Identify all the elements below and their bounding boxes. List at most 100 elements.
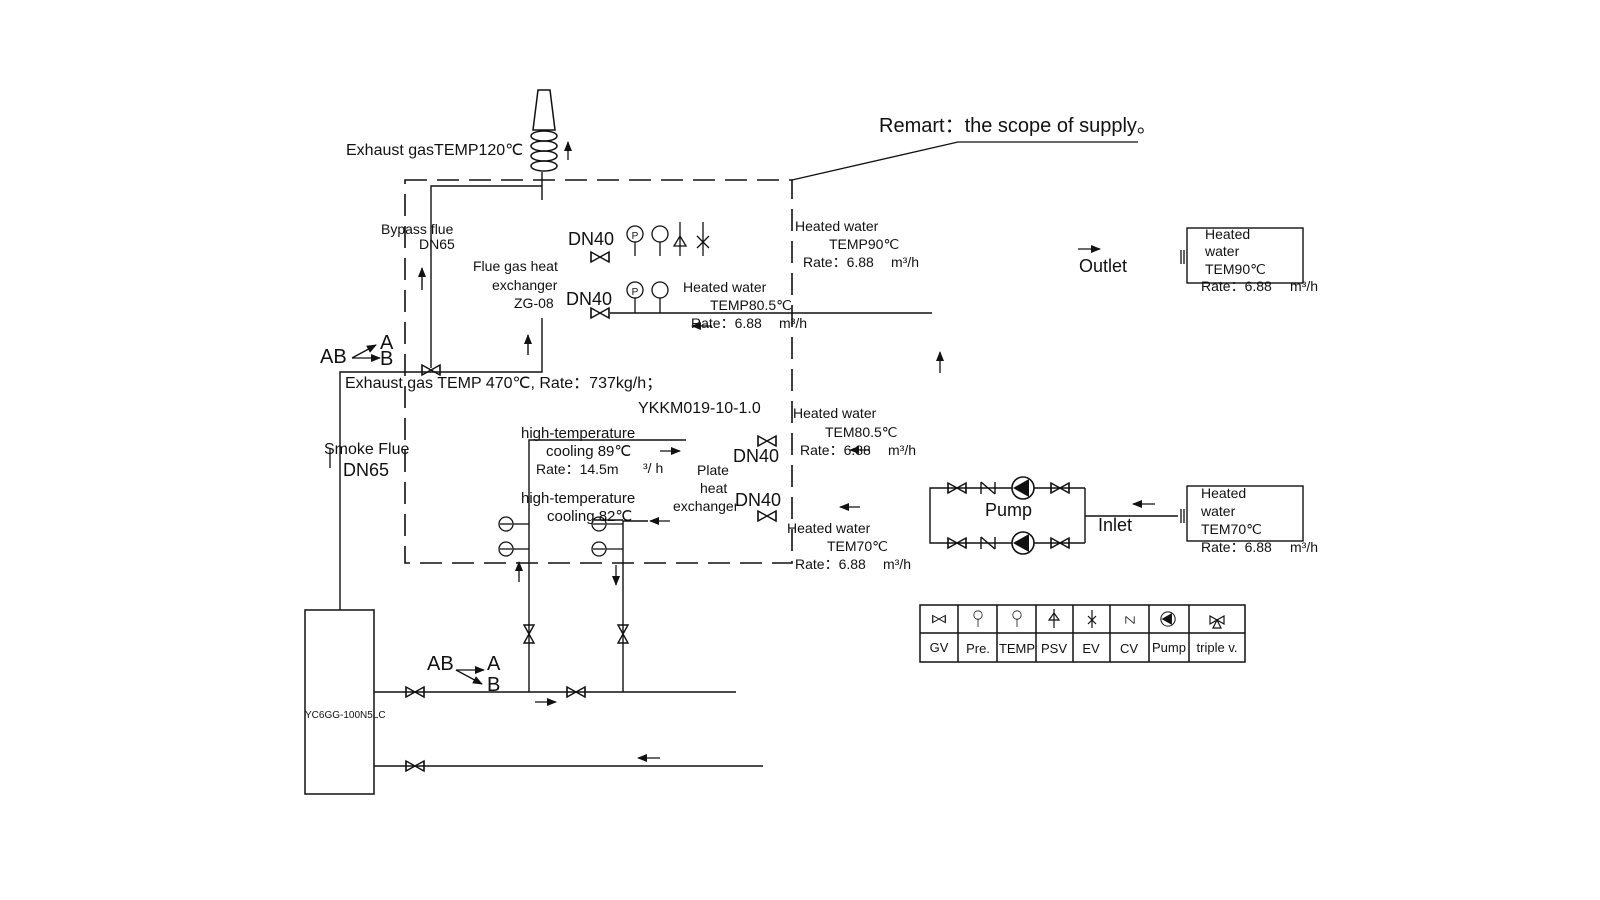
hw-mid-label: Heated water (683, 279, 767, 295)
engine-box (304, 609, 375, 795)
hw-mid-rate: Rate：6.88 (691, 315, 762, 331)
cooling-piping (528, 439, 686, 692)
instruments-mid (626, 281, 669, 313)
legend-label-temp: TEMP (998, 641, 1036, 656)
legend-label-pre: Pre. (966, 641, 990, 656)
inlet-label: Inlet (1098, 515, 1133, 535)
ht-cooling-out-label: high-temperature (521, 425, 636, 442)
exhaust-gas-out-label: Exhaust gasTEMP120℃ (346, 142, 524, 159)
box-out-line2: water (1205, 243, 1240, 259)
legend-table (919, 604, 1246, 663)
hw-low-rate: Rate：6.88 (795, 556, 866, 572)
pump-icon (1160, 611, 1176, 627)
box-in-line1: Heated (1201, 485, 1247, 501)
legend-label-triple: triple v. (1196, 640, 1238, 655)
box-in-line2: water (1201, 503, 1236, 519)
box-in-temp: TEM70℃ (1201, 521, 1262, 537)
check-valve-icon (1125, 615, 1135, 625)
pump-2[interactable] (1011, 531, 1035, 555)
gate-valve-icon (932, 615, 946, 623)
gate-valve-dn40-hx-bottom[interactable] (757, 510, 777, 522)
box-out-rate: Rate：6.88 (1201, 278, 1272, 294)
valve-a-label-upper: A (380, 332, 394, 354)
ht-cooling-out-temp: cooling 89℃ (546, 443, 632, 460)
outlet-label: Outlet (1079, 256, 1128, 276)
bypass-flue-size: DN65 (419, 236, 455, 252)
pump-label: Pump (985, 500, 1033, 520)
flue-hx-label-2: exchanger (492, 277, 558, 293)
exhaust-valve-icon (1087, 610, 1097, 628)
box-in-rate: Rate：6.88 (1201, 539, 1272, 555)
bypass-flue-label: Bypass flue (381, 221, 454, 237)
flue-hx-label-1: Flue gas heat (473, 258, 558, 274)
box-out-unit: m³/h (1290, 278, 1318, 294)
hw-low-unit: m³/h (883, 556, 911, 572)
pressure-gauge-icon: P (632, 231, 639, 242)
remark-text: Remart：the scope of supply。 (879, 115, 1157, 137)
box-out-temp: TEM90℃ (1205, 261, 1266, 277)
flue-hx-model: ZG-08 (514, 295, 554, 311)
dn40-label-hx-top: DN40 (733, 446, 780, 466)
valve-b-label-lower: B (487, 674, 501, 696)
exhaust-gas-in-label: Exhaust gas TEMP 470℃, Rate：737kg/h； (345, 375, 663, 392)
legend-label-gv: GV (929, 640, 949, 655)
hw-mid2-rate: Rate：6.88 (800, 442, 871, 458)
dn40-label-mid: DN40 (566, 289, 613, 309)
gate-valve-dn40-hx-top[interactable] (757, 435, 777, 447)
valve-a-label-lower: A (487, 653, 501, 675)
outlet-box (1186, 227, 1304, 284)
smoke-flue-size: DN65 (343, 460, 390, 480)
valve-b-label-upper: B (380, 348, 394, 370)
legend-label-psv: PSV (1040, 641, 1067, 656)
box-in-unit: m³/h (1290, 539, 1318, 555)
remark-leader-line (791, 141, 1138, 181)
chimney (530, 89, 572, 172)
dn40-label-hx-bottom: DN40 (735, 490, 782, 510)
legend-label-ev: EV (1082, 641, 1100, 656)
valve-ab-label-upper: AB (320, 346, 347, 368)
safety-valve-icon (1047, 609, 1061, 628)
hw-top-rate: Rate：6.88 (803, 254, 874, 270)
inlet-box (1186, 485, 1304, 542)
hw-mid2-unit: m³/h (888, 442, 916, 458)
triple-valve-icon (1209, 614, 1225, 629)
gate-valve-dn40-top[interactable] (590, 251, 610, 263)
instruments-top (626, 222, 710, 256)
plate-hx-label-1: Plate (697, 462, 729, 478)
model-label: YKKM019-10-1.0 (638, 400, 761, 417)
hw-mid-unit: m³/h (779, 315, 807, 331)
cooling-thermometers (498, 516, 623, 557)
hw-top-unit: m³/h (891, 254, 919, 270)
valve-ab-label-lower: AB (427, 653, 454, 675)
pump-skid (929, 487, 1178, 544)
ht-cooling-in-temp: cooling 82℃ (547, 508, 633, 525)
hw-mid2-label: Heated water (793, 405, 877, 421)
hw-mid-temp: TEMP80.5℃ (710, 297, 792, 313)
pressure-gauge-icon: P (632, 287, 639, 298)
hw-top-label: Heated water (795, 218, 879, 234)
smoke-flue-label: Smoke Flue (324, 441, 410, 458)
thermometer-icon (1012, 610, 1022, 628)
ht-cooling-in-label: high-temperature (521, 490, 636, 507)
box-out-line1: Heated (1205, 226, 1251, 242)
inlet-connector-icon (1180, 509, 1185, 523)
hw-low-temp: TEM70℃ (827, 538, 888, 554)
triple-valve-arrows-lower (455, 666, 485, 685)
legend-label-pump: Pump (1152, 640, 1186, 655)
hw-top-temp: TEMP90℃ (829, 236, 900, 252)
hw-mid2-temp: TEM80.5℃ (825, 424, 898, 440)
ht-cooling-out-rate: Rate：14.5m (536, 461, 619, 477)
dn40-label-top: DN40 (568, 229, 615, 249)
legend-label-cv: CV (1119, 641, 1139, 656)
pressure-gauge-icon (973, 610, 983, 628)
engine-label: YC6GG-100N5LC (305, 710, 386, 721)
outlet-connector-icon (1180, 250, 1185, 264)
flue-piping (339, 172, 543, 610)
plate-hx-label-3: exchanger (673, 498, 739, 514)
triple-valve-arrows-upper (351, 344, 381, 362)
pump-1[interactable] (1011, 476, 1035, 500)
engine-coolant-piping (374, 691, 763, 767)
plate-hx-label-2: heat (700, 480, 728, 496)
gate-valve-dn40-mid[interactable] (590, 307, 610, 319)
